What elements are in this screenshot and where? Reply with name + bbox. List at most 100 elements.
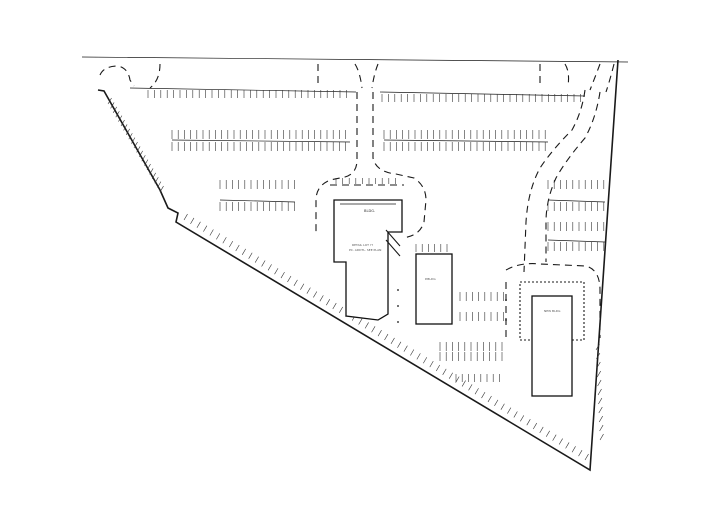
parking-stall [125,128,130,135]
parking-stall [455,376,460,383]
parking-stall [596,352,601,360]
parking-stall [595,343,600,351]
east-building-label: NEW BLDG [544,309,561,313]
parking-stall [313,291,318,298]
parking-stall [157,181,162,188]
entry-drives [99,63,615,93]
parking-stall [598,415,603,423]
main-building-label: BLDG. [364,209,375,213]
parking-stall [120,119,125,127]
parking-stall [131,137,136,144]
parking-stall [599,424,604,432]
parking-stall [319,295,324,302]
parking-stall [133,141,138,149]
parking-stalls [107,90,605,461]
parking-stall [596,370,601,378]
parking-stall [123,124,128,131]
parking-stall [190,217,195,225]
parking-stall [241,248,246,255]
parking-stall [578,450,583,457]
parking-stall [138,150,143,157]
parking-stall [151,172,156,179]
parking-stall [216,233,221,240]
parking-stall [494,399,499,406]
parking-stall [539,426,544,434]
parking-stall [112,106,117,113]
parking-stall [545,430,550,437]
parking-stall [287,275,292,283]
parking-stall [107,97,112,105]
parking-stall [435,364,441,372]
parking-stall [442,368,447,375]
parking-stall [229,240,234,248]
main-building-note-1: RETAIL LOT ?? [352,243,373,247]
parking-stall [552,434,557,441]
main-building: BLDG. RETAIL LOT ?? PC. ADDTL. SEE PLAN [333,199,403,321]
parking-stall [532,422,538,430]
parking-stall [390,337,395,345]
parking-stall [128,133,133,140]
parking-stall [565,442,570,449]
main-building-note-2: PC. ADDTL. SEE PLAN [349,248,381,252]
parking-stall [154,177,159,184]
parking-stall [448,372,453,379]
parking-stall [599,433,604,441]
parking-aisle-lines [129,87,606,243]
parking-stall [222,237,227,244]
parking-stall [274,268,279,275]
parking-stall [410,349,415,356]
parking-stall [403,345,408,352]
parking-stall [481,391,486,399]
parking-stall [235,244,240,252]
parking-stall [293,279,298,286]
parking-stall [254,256,259,263]
parking-stall [364,322,369,329]
parking-stall [159,185,164,193]
parking-stall [338,306,343,314]
parking-stall [584,453,589,461]
property-boundary [97,59,619,472]
parking-stall [507,407,512,414]
parking-stall [209,229,214,236]
parking-stall [144,159,149,166]
parking-stall [110,102,115,109]
parking-stall [149,168,154,175]
parking-stall [118,115,123,122]
parking-stall [115,111,120,118]
parking-stall [146,163,151,171]
parking-stall [520,415,525,422]
parking-stall [183,213,188,221]
small-building-label: P.BLDG [425,277,436,281]
street-line [81,56,629,63]
parking-stall [429,360,434,368]
parking-stall [248,252,253,259]
parking-stall [597,379,602,387]
parking-stall [526,419,531,426]
parking-stall [332,302,337,310]
parking-stall [384,333,389,341]
parking-stall [500,403,505,410]
parking-stall [300,283,305,290]
parking-stall [468,384,473,391]
parking-stall [598,406,603,414]
parking-stall [513,411,518,418]
parking-stall [377,330,382,337]
parking-stall [203,225,208,232]
parking-stall [371,326,376,333]
parking-stall [571,446,576,453]
parking-stall [306,287,311,294]
parking-stall [267,264,272,271]
parking-stall [596,361,601,369]
parking-stall [416,353,421,360]
east-building: NEW BLDG [519,281,585,397]
parking-stall [423,357,428,364]
east-curving-drive [505,89,601,338]
parking-stall [558,438,563,445]
parking-stall [474,388,479,395]
central-drive [315,92,427,239]
parking-stall [141,155,146,162]
parking-stall [261,260,266,267]
parking-stall [598,397,603,405]
parking-stall [461,380,466,387]
